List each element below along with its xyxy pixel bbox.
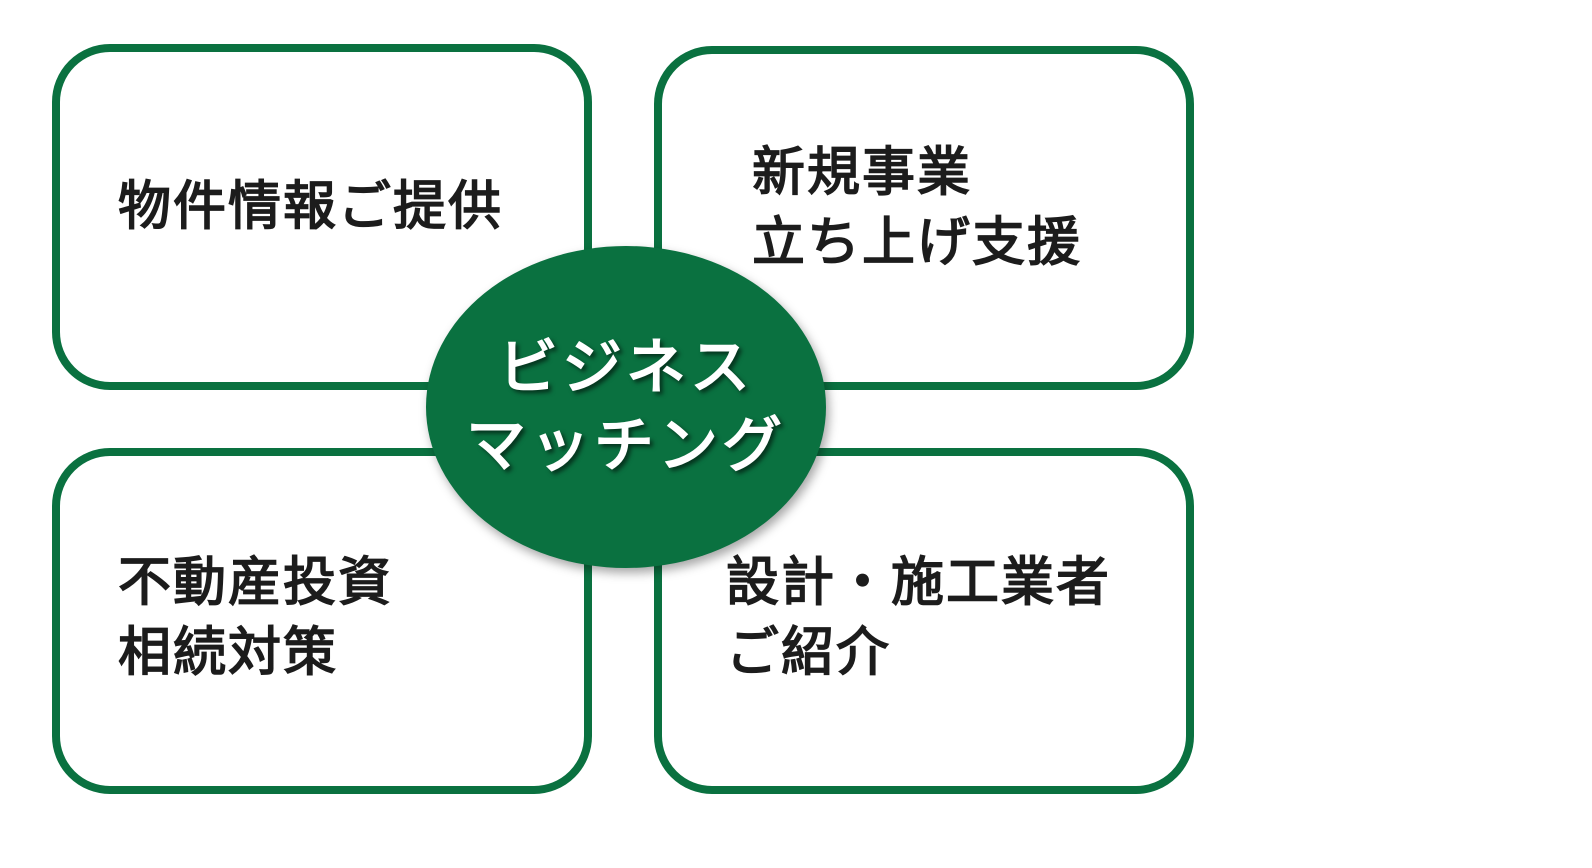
label-line: 相続対策 bbox=[118, 622, 338, 683]
service-label-property-info: 物件情報ご提供 bbox=[118, 172, 503, 242]
label-line: 新規事業 bbox=[752, 142, 972, 203]
center-ellipse-business-matching: ビジネス マッチング bbox=[426, 246, 826, 568]
service-label-real-estate-investment: 不動産投資 相続対策 bbox=[118, 548, 393, 688]
center-title-line: ビジネス bbox=[498, 333, 754, 403]
service-label-contractor-introduction: 設計・施工業者 ご紹介 bbox=[726, 548, 1111, 688]
center-title-line: マッチング bbox=[466, 411, 786, 481]
label-line: 立ち上げ支援 bbox=[752, 212, 1082, 273]
service-box-property-info bbox=[52, 44, 592, 390]
service-label-new-business: 新規事業 立ち上げ支援 bbox=[752, 138, 1082, 278]
label-line: 不動産投資 bbox=[118, 552, 393, 613]
center-title: ビジネス マッチング bbox=[466, 329, 786, 485]
label-line: ご紹介 bbox=[726, 622, 891, 683]
label-line: 物件情報ご提供 bbox=[118, 176, 503, 237]
label-line: 設計・施工業者 bbox=[726, 552, 1111, 613]
